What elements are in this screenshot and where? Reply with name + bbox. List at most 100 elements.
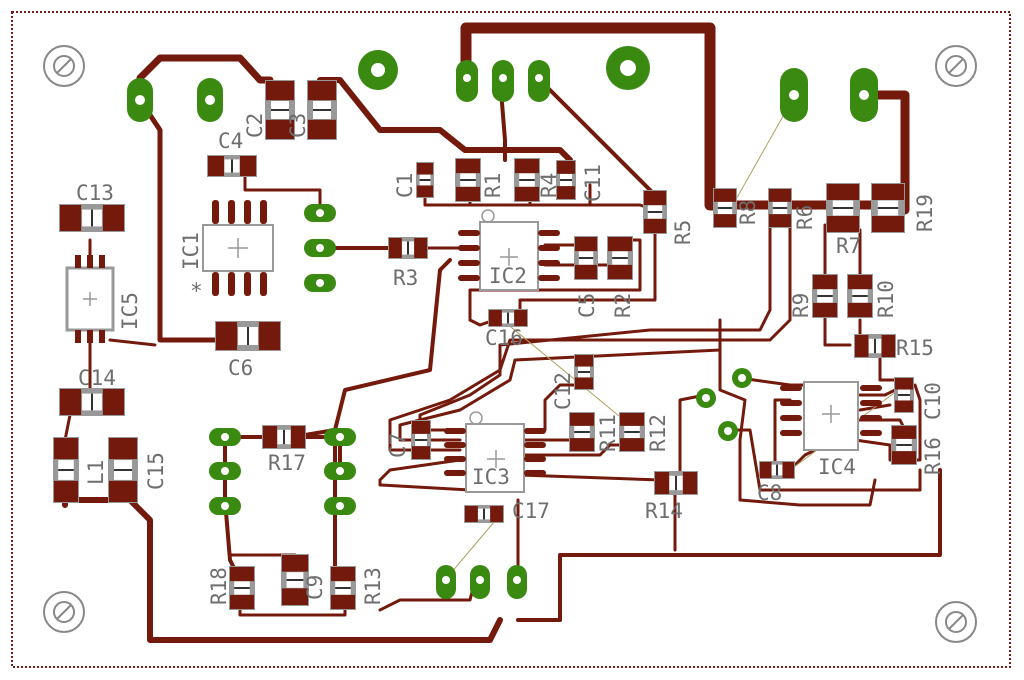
smd-c7 — [411, 420, 431, 460]
label-r9: R9 — [789, 293, 813, 318]
smd-l1 — [53, 437, 79, 503]
smd-r6 — [768, 188, 792, 228]
smd-r4 — [514, 158, 540, 202]
label-c5: C5 — [575, 293, 599, 318]
label-c1: C1 — [393, 173, 417, 198]
smd-r16 — [891, 425, 917, 465]
silkscreen-labels: C4 C2 C3 C13 IC1 * IC5 C6 C14 L1 C15 C1 … — [76, 113, 945, 605]
trace — [378, 578, 477, 612]
label-c17: C17 — [512, 499, 550, 523]
label-c12: C12 — [551, 372, 575, 410]
pad-oval — [324, 462, 356, 480]
label-c16: C16 — [485, 326, 523, 350]
label-r14: R14 — [645, 499, 683, 523]
pad-oval — [780, 68, 808, 122]
trace — [718, 343, 877, 507]
trace — [63, 413, 72, 442]
smd-r13 — [330, 566, 356, 610]
label-c15: C15 — [144, 452, 168, 490]
smd-r18 — [229, 566, 255, 610]
ic3 — [444, 411, 546, 493]
smd-r12 — [619, 412, 645, 452]
label-r15: R15 — [896, 336, 934, 360]
pad-oval — [304, 204, 336, 222]
label-c11: C11 — [581, 164, 605, 202]
pad-oval — [492, 60, 514, 102]
smd-r2 — [607, 236, 633, 280]
label-r18: R18 — [207, 567, 231, 605]
label-r11: R11 — [596, 414, 620, 452]
smd-c3 — [307, 80, 337, 140]
label-ic3: IC3 — [472, 465, 510, 489]
ic2 — [458, 209, 560, 291]
pad-oval — [209, 497, 241, 515]
mounting-hole-top-right — [935, 45, 977, 87]
pad-round — [696, 388, 716, 408]
trace — [378, 458, 472, 492]
pad-oval — [470, 565, 490, 599]
label-r8: R8 — [736, 200, 760, 225]
through-hole-pads — [127, 46, 878, 599]
mounting-hole-bottom-left — [43, 591, 85, 633]
smd-c11 — [556, 160, 576, 200]
label-c4: C4 — [218, 129, 243, 153]
smd-r5 — [643, 190, 667, 234]
smd-c1 — [416, 162, 434, 198]
smd-c5 — [574, 236, 598, 280]
label-ic4: IC4 — [818, 455, 856, 479]
pad-round — [718, 421, 738, 441]
smd-c13 — [59, 204, 125, 232]
mounting-hole-top-left — [43, 45, 85, 87]
label-ic1: IC1 — [179, 232, 203, 270]
label-c3: C3 — [286, 113, 310, 138]
smd-r7 — [826, 183, 860, 233]
label-ic2: IC2 — [489, 264, 527, 288]
pad-oval — [456, 60, 478, 102]
smd-c16 — [488, 309, 528, 327]
trace — [858, 388, 897, 397]
label-c6: C6 — [228, 356, 253, 380]
smd-c12 — [574, 354, 594, 390]
trace — [108, 338, 157, 347]
label-r12: R12 — [646, 414, 670, 452]
smd-c9 — [281, 554, 309, 606]
pad-oval — [304, 274, 336, 292]
trace — [317, 77, 573, 188]
smd-c15 — [108, 437, 138, 503]
label-ic5: IC5 — [118, 292, 142, 330]
pad-oval — [127, 78, 153, 122]
label-r4: R4 — [537, 173, 561, 198]
label-r2: R2 — [611, 293, 635, 318]
smd-c17 — [464, 505, 504, 523]
pad-oval — [209, 462, 241, 480]
smd-r1 — [455, 158, 481, 202]
label-r19: R19 — [913, 194, 937, 232]
pad-oval — [197, 78, 223, 122]
smd-c4 — [207, 155, 257, 177]
label-c9: C9 — [303, 575, 327, 600]
ic1 — [202, 200, 274, 296]
smd-r10 — [847, 274, 873, 318]
pad-oval — [507, 565, 527, 599]
label-r7: R7 — [836, 234, 861, 258]
label-c7: C7 — [386, 433, 410, 458]
smd-r9 — [812, 274, 838, 318]
label-c14: C14 — [78, 366, 116, 390]
label-r6: R6 — [793, 205, 817, 230]
label-c8: C8 — [757, 481, 782, 505]
label-r3: R3 — [393, 266, 418, 290]
pad-oval — [209, 428, 241, 446]
pad-oval — [324, 428, 356, 446]
pad-oval — [850, 68, 878, 122]
smd-r19 — [871, 183, 905, 233]
pad-round — [606, 46, 650, 90]
label-r17: R17 — [268, 451, 306, 475]
label-r13: R13 — [361, 567, 385, 605]
smd-c14 — [59, 388, 125, 416]
label-r1: R1 — [481, 173, 505, 198]
trace — [468, 238, 642, 322]
label-r10: R10 — [874, 280, 898, 318]
smd-r14 — [654, 471, 698, 495]
mounting-hole-bottom-right — [935, 601, 977, 643]
